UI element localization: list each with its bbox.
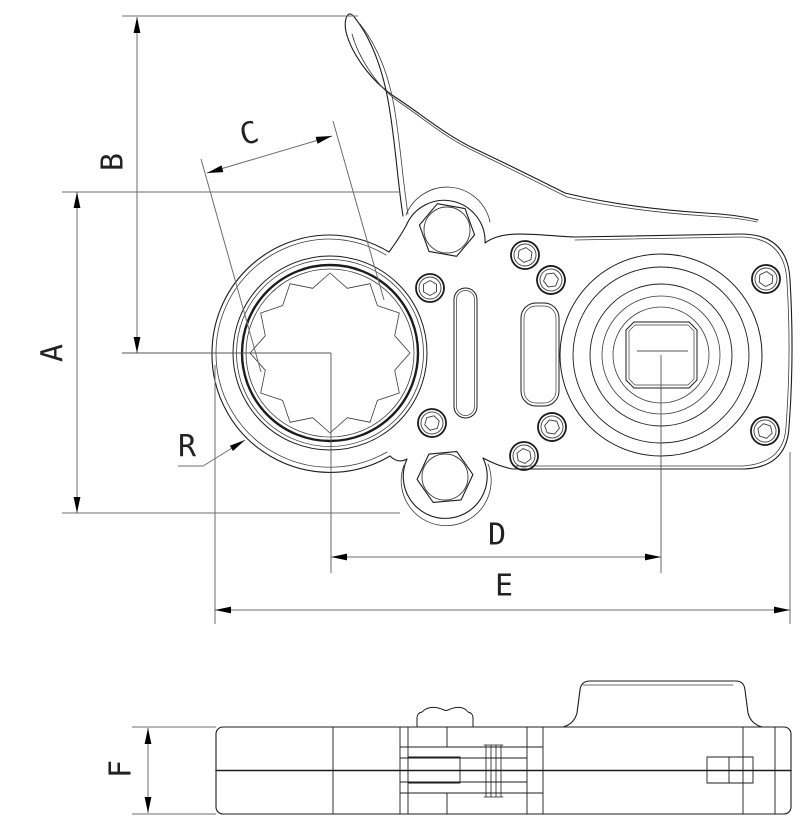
top-view [122, 13, 793, 573]
reaction-arm [344, 13, 759, 223]
side-view [215, 680, 792, 815]
socket-screws [413, 238, 783, 473]
dim-label-d: D [488, 518, 506, 553]
dimension-e: E [215, 569, 790, 614]
dim-label-a: A [36, 344, 71, 362]
screw [531, 260, 571, 300]
dimension-b: B [96, 17, 141, 353]
drive-square [625, 321, 698, 389]
retainer-block [706, 756, 754, 784]
dimension-f: F [104, 726, 216, 815]
dim-label-r: R [178, 430, 197, 465]
slots [453, 287, 560, 419]
screw [507, 439, 541, 473]
centerlines [122, 350, 688, 573]
dimension-c: C [200, 115, 385, 373]
dimension-a: A [36, 192, 81, 513]
bolt-head-profile [416, 706, 474, 728]
screw [413, 404, 451, 442]
screw [533, 408, 571, 446]
ratchet-pin-stack [483, 744, 504, 798]
screw [747, 413, 783, 449]
dimension-r: R [178, 430, 246, 467]
dimensions: B A C R D [36, 15, 791, 815]
body-outline [211, 186, 793, 527]
dimension-d: D [331, 518, 661, 561]
dim-label-f: F [104, 760, 139, 778]
drive-boss-profile [562, 680, 763, 728]
screw [415, 273, 445, 303]
dim-label-e: E [495, 569, 513, 604]
dim-label-c: C [236, 115, 263, 153]
dim-label-b: B [96, 153, 131, 171]
hex-bolt-top [418, 203, 476, 257]
screw [508, 238, 542, 272]
hex-bolt-bottom [416, 451, 474, 503]
ring-gear [232, 255, 428, 451]
screw [749, 262, 783, 296]
